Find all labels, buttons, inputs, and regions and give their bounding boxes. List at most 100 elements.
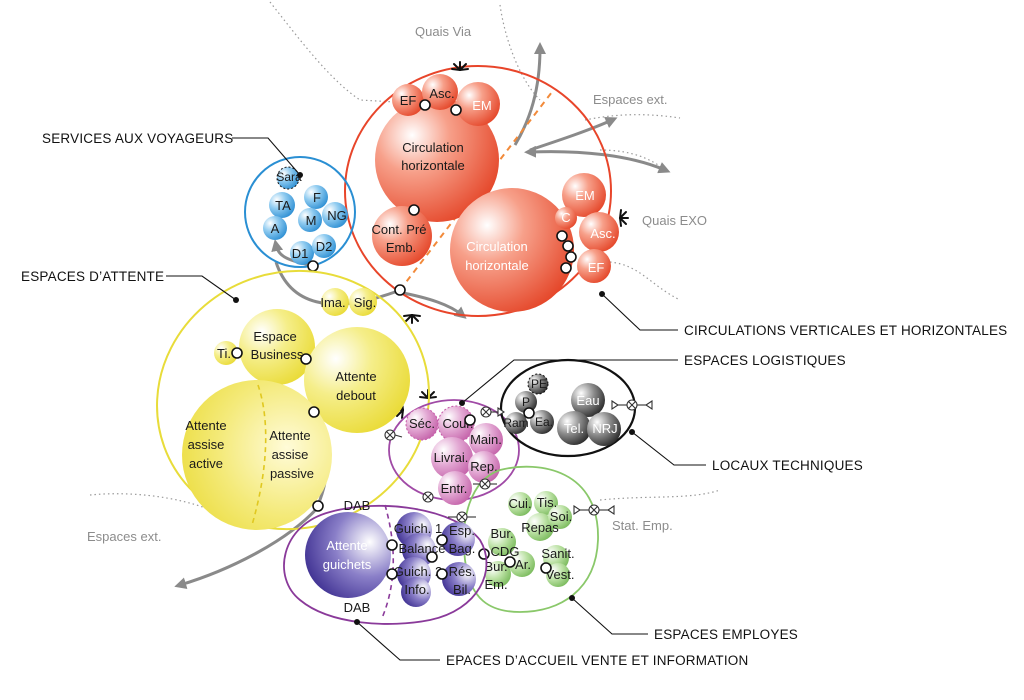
bur-cdg-label-1: Bur. [490,526,513,541]
connector-node [307,260,319,272]
callout-lines [166,137,706,661]
circ-bot-label-1: Circulation [466,239,527,254]
ea-label: Ea. [535,415,553,429]
connector-node [562,240,574,252]
espaces-ext-left-label: Espaces ext. [87,529,161,544]
connector-node [386,568,398,580]
em-top-zone [456,82,500,126]
circulation-horizontale-bottom-zone [450,188,574,312]
logistique-group: Séc. Cour. Main. Livrai. Rep. Entr. [388,399,520,505]
cont-label-1: Cont. Pré [372,222,427,237]
connector-node [231,347,243,359]
cont-label-2: Emb. [386,240,416,255]
circ-top-label-2: horizontale [401,158,465,173]
c-right-zone [555,207,577,229]
controle-pre-embarquement-zone [372,206,432,266]
main-label: Main. [470,432,502,447]
nrj-label: NRJ [592,421,617,436]
guich1-label: Guich. 1 [394,521,442,536]
stat-emp-label: Stat. Emp. [612,518,673,533]
em-right-zone [562,173,606,217]
tis-label: Tis. [537,495,557,510]
guichets-label-1: Attente [326,538,367,553]
circ-top-label-1: Circulation [402,140,463,155]
connector-node [419,99,431,111]
ti-label: Ti. [217,346,231,361]
a-label: A [271,221,280,236]
connector-node [504,556,516,568]
quais-exo-label: Quais EXO [642,213,707,228]
attente-group: Ima. Sig. Espace Business Ti. Attente de… [156,269,430,531]
espaces-ext-top-label: Espaces ext. [593,92,667,107]
callout-circulations: CIRCULATIONS VERTICALES ET HORIZONTALES [684,323,1007,338]
ef-right-label: EF [588,260,605,275]
sig-label: Sig. [354,295,376,310]
debout-label-2: debout [336,388,376,403]
espace-label-2: Business [251,347,304,362]
dab-bottom-label: DAB [344,600,371,615]
f-label: F [313,190,321,205]
circulations-group: EF Asc. EM Circulation horizontale Cont.… [344,65,619,317]
entr-label: Entr. [441,481,468,496]
techniques-group: PE P Ram Ea. Eau Tel. NRJ [499,358,637,458]
passive-label-3: passive [270,466,314,481]
ef-top-zone [392,84,424,116]
asc-top-zone [422,74,458,110]
connector-node [436,568,448,580]
tel-label: Tel. [564,421,584,436]
bur-em-label-1: Bur. [484,559,507,574]
passive-label-2: assise [272,447,309,462]
callout-employes: ESPACES EMPLOYES [654,627,798,642]
connector-node [426,551,438,563]
services-group: Sara F TA M NG A D1 D2 [244,156,356,272]
ef-right-zone [577,249,611,283]
dab-top-label: DAB [344,498,371,513]
guichets-label-2: guichets [323,557,372,572]
callout-techniques: LOCAUX TECHNIQUES [712,458,863,473]
circ-bot-label-2: horizontale [465,258,529,273]
bur-cdg-label-2: CDG [491,544,520,559]
connector-node [523,407,535,419]
livrai-label: Livrai. [434,450,469,465]
repas-label: Repas [521,520,559,535]
m-label: M [306,213,317,228]
espace-label-1: Espace [253,329,296,344]
sec-label: Séc. [409,416,435,431]
asc-right-label: Asc. [590,226,615,241]
control-symbols [384,399,653,523]
ef-top-label: EF [400,93,417,108]
cui-label: Cui. [508,496,531,511]
callout-logistiques: ESPACES LOGISTIQUES [684,353,846,368]
bur-em-label-2: Em. [484,577,507,592]
rep-label: Rep. [470,459,497,474]
connector-node [386,539,398,551]
d1-label: D1 [292,246,309,261]
ima-label: Ima. [320,295,345,310]
callout-accueil: EPACES D’ACCUEIL VENTE ET INFORMATION [446,653,748,668]
connector-node [565,251,577,263]
asc-right-zone [579,212,619,252]
connector-node [540,562,552,574]
connector-node [300,353,312,365]
esp-bag-label-1: Esp. [449,523,475,538]
active-label-1: Attente [185,418,226,433]
c-right-label: C [561,210,570,225]
eau-label: Eau [576,393,599,408]
ram-label: Ram [503,416,528,430]
ar-label: Ar. [515,557,531,572]
connector-node [308,406,320,418]
connector-node [394,284,406,296]
res-bil-label-2: Bil. [453,582,471,597]
connector-node [312,500,324,512]
quais-via-label: Quais Via [415,24,472,39]
circulation-horizontale-top-zone [375,98,499,222]
sara-label: Sara [276,170,302,184]
active-label-3: active [189,456,223,471]
connector-node [464,414,476,426]
debout-label-1: Attente [335,369,376,384]
em-top-label: EM [472,98,492,113]
callout-attente: ESPACES D’ATTENTE [21,269,164,284]
esp-bag-label-2: Bag. [449,541,476,556]
